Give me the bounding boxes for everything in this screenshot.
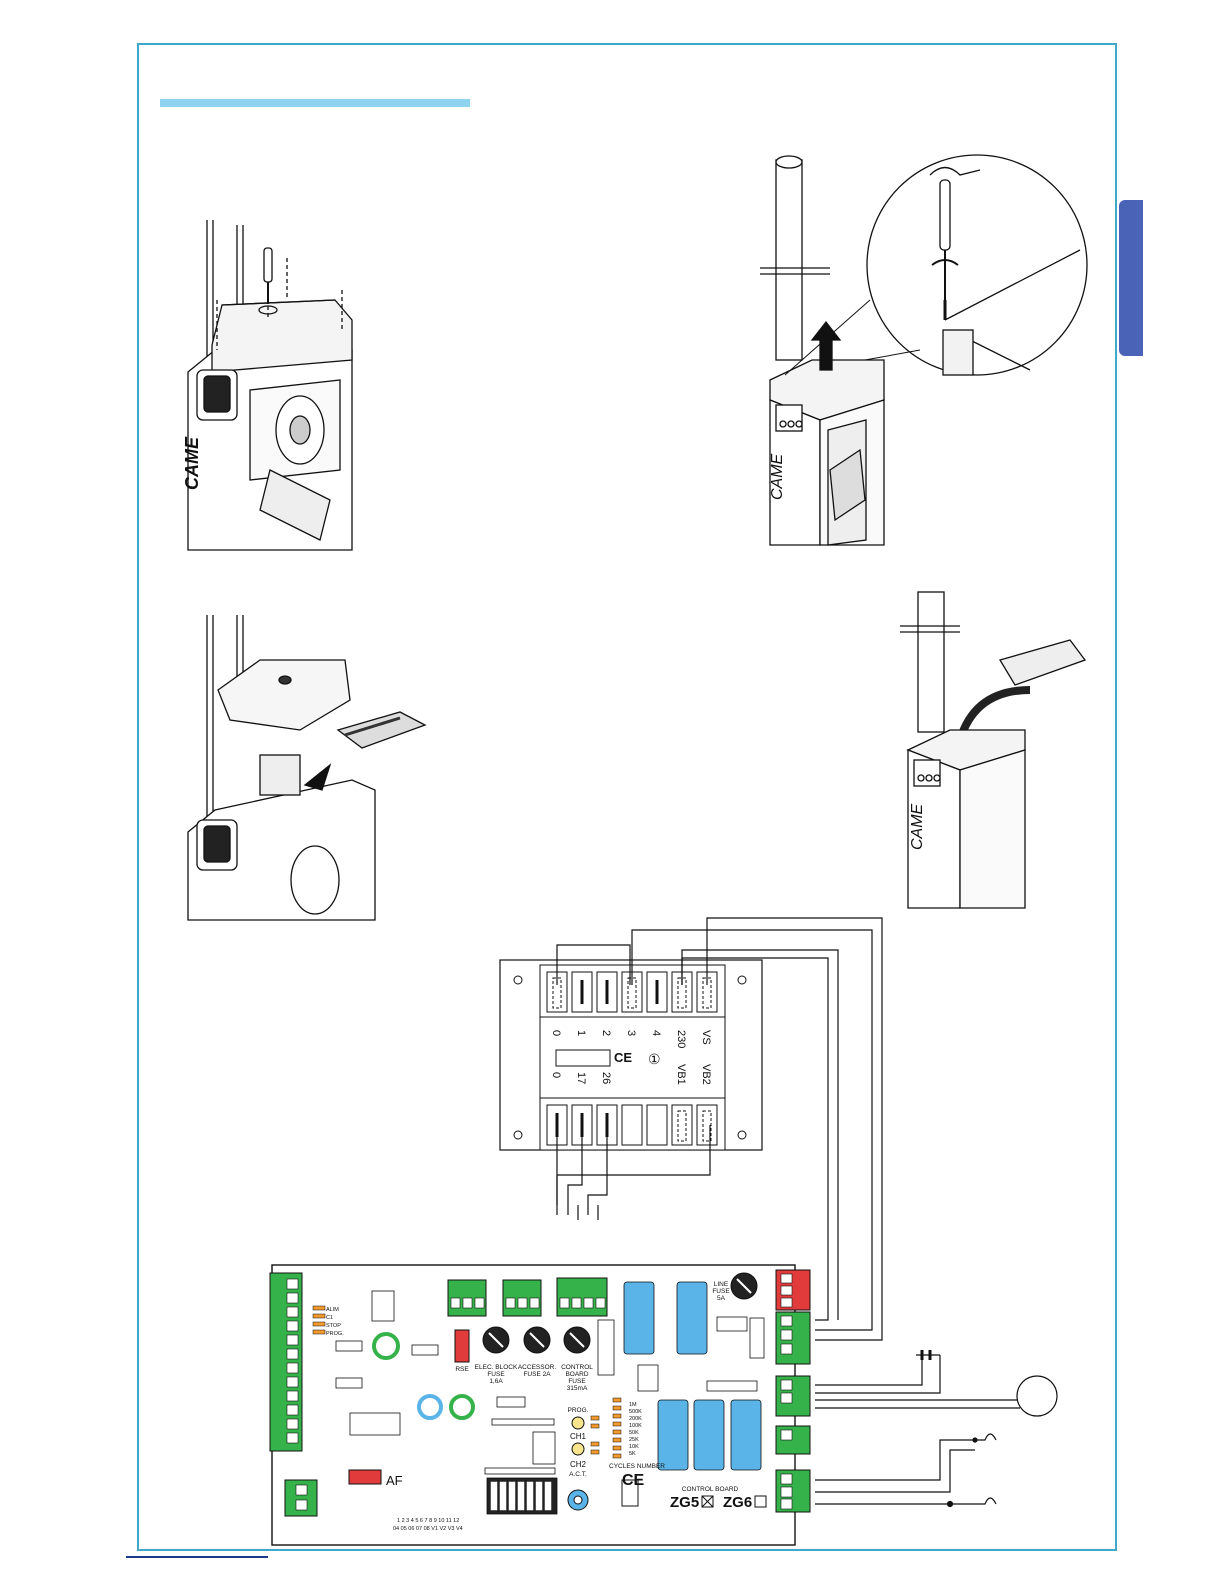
brand-label-3: CAME bbox=[909, 803, 926, 850]
cycles-option: 200K bbox=[629, 1416, 642, 1422]
fuse-control-label: CONTROL bbox=[561, 1364, 593, 1371]
led-label: C1 bbox=[326, 1315, 333, 1321]
terminal-label: 4 bbox=[650, 1030, 662, 1036]
illustration-lift-cover: CAME bbox=[760, 154, 1088, 546]
footer-line bbox=[126, 1556, 268, 1558]
model-zg5-label: ZG5 bbox=[670, 1494, 699, 1511]
illustration-board-insert: CAME bbox=[900, 591, 1087, 909]
terminal-label: VS bbox=[700, 1030, 712, 1045]
terminal-label: 1 bbox=[575, 1030, 587, 1036]
ch1-label: CH1 bbox=[570, 1432, 587, 1441]
fuse-elec-label: ELEC. BLOCK bbox=[475, 1364, 518, 1371]
class-mark: ① bbox=[648, 1051, 661, 1067]
insert-arrow-icon bbox=[303, 763, 332, 791]
transformer: 0 1 2 3 4 230 VS 0 17 26 VB1 VB2 CE ① bbox=[499, 959, 763, 1151]
board-ce-mark: CE bbox=[622, 1472, 645, 1489]
brand-label: CAME bbox=[182, 436, 202, 490]
terminal-label: 0 bbox=[550, 1030, 562, 1036]
cycles-option: 1M bbox=[629, 1402, 637, 1408]
fuse-line-label: 5A bbox=[717, 1295, 726, 1302]
language-side-tab bbox=[1119, 200, 1143, 356]
cycles-option: 50K bbox=[629, 1430, 639, 1436]
control-board-label: CONTROL BOARD bbox=[682, 1486, 739, 1493]
lift-arrow-icon bbox=[810, 320, 842, 371]
af-label: AF bbox=[386, 1473, 403, 1488]
fuse-elec-label: 1,6A bbox=[489, 1378, 503, 1385]
terminal-label: 2 bbox=[600, 1030, 612, 1036]
control-board: ELEC. BLOCK FUSE 1,6A ACCESSOR. FUSE 2A … bbox=[269, 1264, 811, 1546]
terminal-label: VB2 bbox=[700, 1064, 712, 1085]
cycles-option: 10K bbox=[629, 1444, 639, 1450]
cycles-option: 500K bbox=[629, 1409, 642, 1415]
fuse-control-label: FUSE bbox=[568, 1378, 586, 1385]
fuse-elec-label: FUSE bbox=[487, 1371, 505, 1378]
terminal-label: 26 bbox=[600, 1072, 612, 1084]
model-zg6-label: ZG6 bbox=[723, 1494, 752, 1511]
cycles-option: 25K bbox=[629, 1437, 639, 1443]
terminal-label: 230 bbox=[675, 1030, 687, 1048]
cycles-label: CYCLES NUMBER bbox=[609, 1463, 665, 1470]
cycles-option: 100K bbox=[629, 1423, 642, 1429]
fuse-control-label: BOARD bbox=[565, 1371, 588, 1378]
illustration-board-removal bbox=[187, 615, 427, 921]
illustration-cover-screws: CAME bbox=[182, 220, 353, 551]
led-label: ALIM bbox=[326, 1307, 339, 1313]
fuse-accessories-label: FUSE 2A bbox=[523, 1371, 551, 1378]
prog-label: PROG. bbox=[568, 1407, 589, 1414]
terminal-label: 0 bbox=[550, 1072, 562, 1078]
rse-label: RSE bbox=[455, 1366, 469, 1373]
wiring bbox=[556, 917, 1058, 1508]
brand-label-2: CAME bbox=[769, 453, 786, 500]
fuse-line-label: FUSE bbox=[712, 1288, 730, 1295]
dip-numbers: 1 2 3 4 5 6 7 8 9 10 11 12 bbox=[397, 1518, 459, 1524]
ch2-label: CH2 bbox=[570, 1460, 587, 1469]
terminal-label: 3 bbox=[625, 1030, 637, 1036]
fuse-line-label: LINE bbox=[714, 1281, 729, 1288]
act-label: A.C.T. bbox=[569, 1471, 587, 1478]
ce-mark: CE bbox=[614, 1050, 632, 1065]
fuse-accessories-label: ACCESSOR. bbox=[518, 1364, 556, 1371]
led-label: PROG. bbox=[326, 1331, 344, 1337]
page-frame bbox=[137, 43, 1117, 1551]
cycles-option: 5K bbox=[629, 1451, 636, 1457]
zg6-checkbox bbox=[754, 1495, 767, 1508]
led-label: STOP bbox=[326, 1323, 341, 1329]
terminal-label: 17 bbox=[575, 1072, 587, 1084]
dip-codes: 04 05 06 07 08 V1 V2 V3 V4 bbox=[393, 1526, 463, 1532]
terminal-label: VB1 bbox=[675, 1064, 687, 1085]
fuse-control-label: 315mA bbox=[567, 1385, 588, 1392]
section-title-bar bbox=[160, 99, 470, 107]
